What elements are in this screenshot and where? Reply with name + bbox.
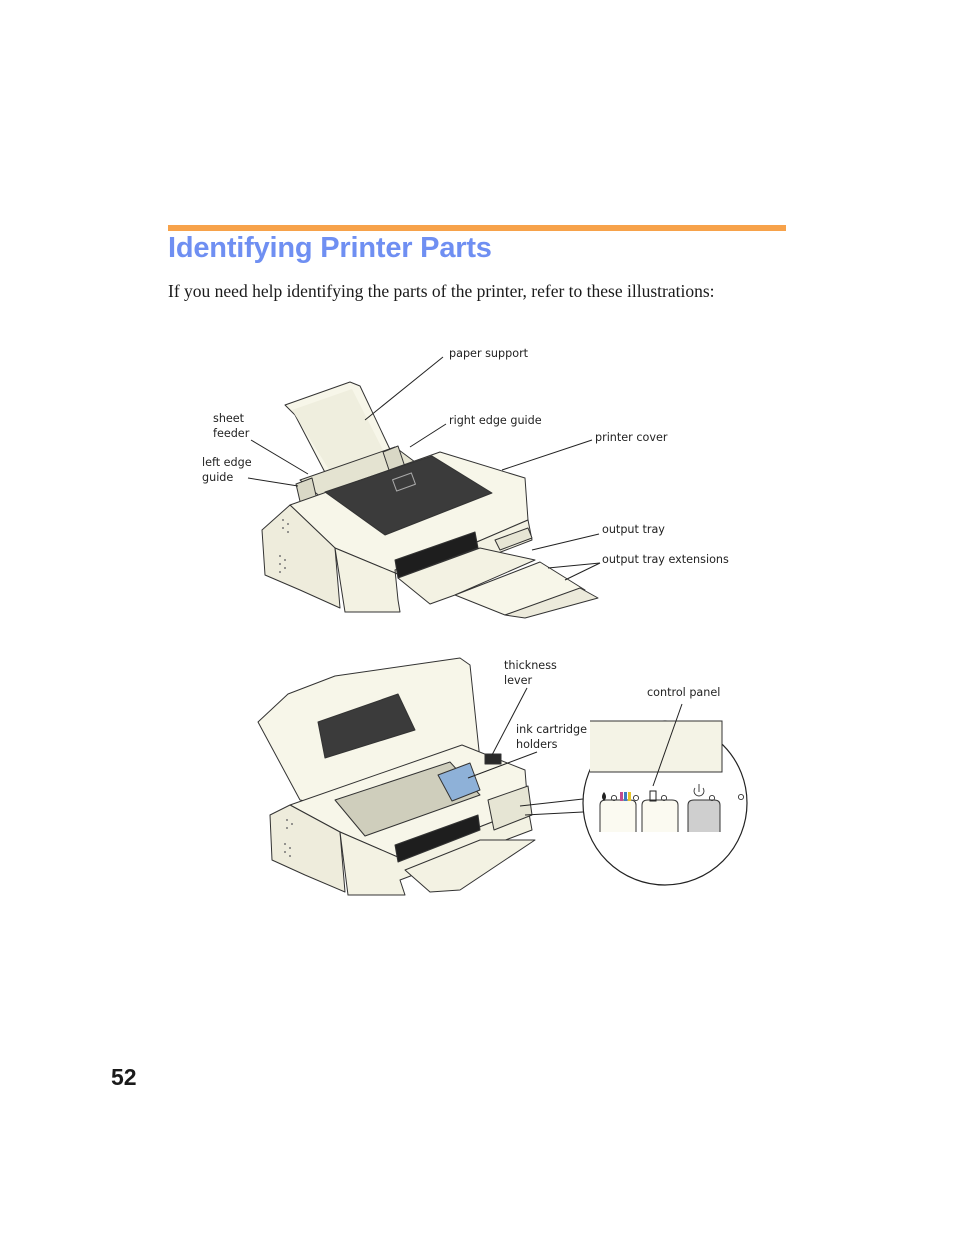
label-output-tray: output tray	[602, 523, 665, 536]
label-thickness-lever: thickness lever	[504, 659, 557, 687]
page-number: 52	[111, 1064, 137, 1090]
label-ink-cartridge-holders: ink cartridge holders	[516, 723, 588, 751]
label-right-edge-guide: right edge guide	[449, 414, 542, 427]
label-control-panel: control panel	[647, 686, 721, 699]
label-printer-cover: printer cover	[595, 431, 668, 444]
label-left-edge-guide: left edge guide	[202, 456, 252, 484]
label-sheet-feeder: sheet feeder	[213, 412, 250, 440]
label-paper-support: paper support	[449, 347, 529, 360]
page-title: Identifying Printer Parts	[168, 232, 492, 264]
intro-paragraph: If you need help identifying the parts o…	[168, 281, 715, 301]
section-rule	[168, 225, 786, 231]
label-output-tray-extensions: output tray extensions	[602, 553, 729, 566]
